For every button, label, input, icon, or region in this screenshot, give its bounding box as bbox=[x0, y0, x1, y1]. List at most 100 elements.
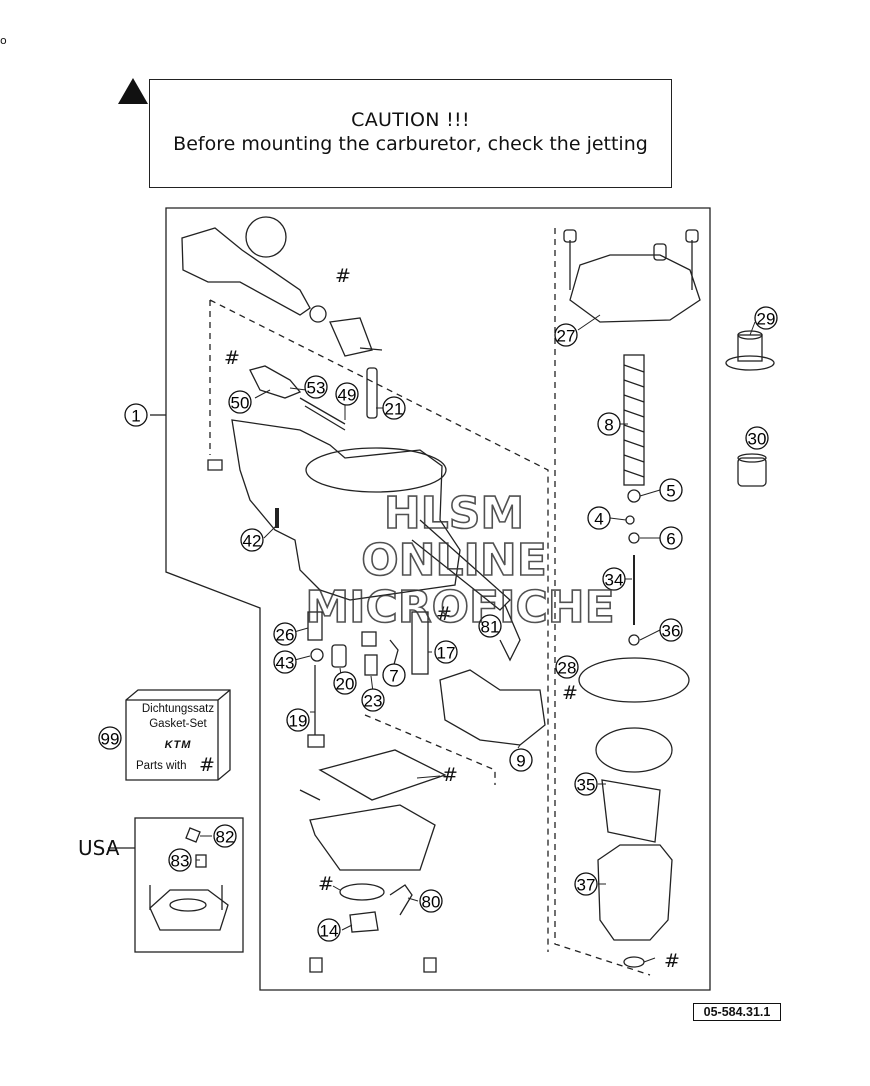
hash-mark: # bbox=[442, 764, 458, 786]
callout-number: 1 bbox=[131, 407, 140, 426]
callout-27: 27 bbox=[554, 323, 578, 347]
callout-number: 49 bbox=[338, 386, 357, 405]
float-drawing bbox=[439, 669, 546, 746]
bushing-30-drawing bbox=[737, 457, 767, 487]
callout-number: 42 bbox=[243, 532, 262, 551]
usa-label: USA bbox=[78, 836, 120, 860]
callout-circle bbox=[361, 688, 385, 712]
chamber-drawing bbox=[597, 844, 673, 941]
callout-36: 36 bbox=[659, 618, 683, 642]
callout-circle bbox=[574, 772, 598, 796]
callout-81: 81 bbox=[478, 614, 502, 638]
callout-number: 21 bbox=[385, 400, 404, 419]
callout-50: 50 bbox=[228, 390, 252, 414]
callout-number: 23 bbox=[364, 692, 383, 711]
bushing-29-drawing bbox=[725, 355, 775, 371]
callout-number: 14 bbox=[320, 922, 339, 941]
callout-4: 4 bbox=[587, 506, 611, 530]
callout-29: 29 bbox=[754, 306, 778, 330]
callout-number: 83 bbox=[171, 852, 190, 871]
callout-35: 35 bbox=[574, 772, 598, 796]
callout-5: 5 bbox=[659, 478, 683, 502]
watermark-line-1: HLSM bbox=[384, 488, 524, 539]
hash-mark: # bbox=[318, 873, 334, 895]
callout-80: 80 bbox=[419, 889, 443, 913]
callout-circle bbox=[659, 478, 683, 502]
callout-number: 81 bbox=[481, 618, 500, 637]
warning-triangle-icon bbox=[118, 78, 148, 104]
callout-circle bbox=[602, 567, 626, 591]
drawing-code: 05-584.31.1 bbox=[693, 1003, 781, 1021]
gasket-set-parts-with: Parts with bbox=[136, 760, 187, 772]
callout-number: 82 bbox=[216, 828, 235, 847]
usa-cover-drawing bbox=[149, 889, 229, 931]
slide-drawing bbox=[595, 727, 673, 773]
float-bowl-gasket bbox=[318, 749, 447, 801]
callout-28: 28 bbox=[555, 655, 579, 679]
callout-number: 5 bbox=[666, 482, 675, 501]
callout-number: 19 bbox=[289, 712, 308, 731]
callout-1: 1 bbox=[124, 403, 148, 427]
callout-circle bbox=[98, 726, 122, 750]
callout-circle bbox=[273, 650, 297, 674]
callout-49: 49 bbox=[335, 382, 359, 406]
watermark-line-3: MICROFICHE bbox=[305, 582, 614, 633]
callout-circle bbox=[124, 403, 148, 427]
callout-circle bbox=[555, 655, 579, 679]
callout-53: 53 bbox=[304, 375, 328, 399]
callout-number: 30 bbox=[748, 430, 767, 449]
callout-circle bbox=[574, 872, 598, 896]
carburetor-body-drawing bbox=[231, 419, 461, 601]
callout-9: 9 bbox=[509, 748, 533, 772]
callout-circle bbox=[228, 390, 252, 414]
callout-6: 6 bbox=[659, 526, 683, 550]
callout-26: 26 bbox=[273, 622, 297, 646]
usa-inset-box bbox=[134, 817, 244, 953]
callout-14: 14 bbox=[317, 918, 341, 942]
assembly-dashed-outline bbox=[209, 299, 549, 952]
callout-circle bbox=[213, 824, 237, 848]
callout-7: 7 bbox=[382, 663, 406, 687]
callout-23: 23 bbox=[361, 688, 385, 712]
callout-17: 17 bbox=[434, 640, 458, 664]
ktm-logo: KTM bbox=[164, 739, 192, 751]
callout-circle bbox=[240, 528, 264, 552]
callout-number: 29 bbox=[757, 310, 776, 329]
callout-number: 26 bbox=[276, 626, 295, 645]
callout-20: 20 bbox=[333, 671, 357, 695]
callout-number: 27 bbox=[557, 327, 576, 346]
callout-99: 99 bbox=[98, 726, 122, 750]
callout-8: 8 bbox=[597, 412, 621, 436]
hash-mark: # bbox=[335, 265, 351, 287]
callout-37: 37 bbox=[574, 872, 598, 896]
hash-mark: # bbox=[562, 682, 578, 704]
top-cover-drawing bbox=[569, 254, 701, 323]
hash-mark: # bbox=[224, 347, 240, 369]
callout-number: 43 bbox=[276, 654, 295, 673]
diaphragm-drawing bbox=[578, 657, 690, 703]
caution-text: Before mounting the carburetor, check th… bbox=[173, 133, 648, 155]
caution-box: CAUTION !!! Before mounting the carburet… bbox=[149, 79, 672, 188]
callout-circle bbox=[317, 918, 341, 942]
callout-circle bbox=[587, 506, 611, 530]
callout-circle bbox=[419, 889, 443, 913]
callout-number: 36 bbox=[662, 622, 681, 641]
callout-circle bbox=[659, 526, 683, 550]
callout-number: 80 bbox=[422, 893, 441, 912]
callout-circle bbox=[382, 663, 406, 687]
throttle-linkage-drawing bbox=[181, 227, 311, 316]
callout-43: 43 bbox=[273, 650, 297, 674]
float-bowl-drawing bbox=[299, 789, 436, 871]
gasket-set-label-de: Dichtungssatz bbox=[141, 703, 215, 715]
callout-83: 83 bbox=[168, 848, 192, 872]
hash-mark: # bbox=[436, 603, 452, 625]
callout-circle bbox=[382, 396, 406, 420]
callout-number: 4 bbox=[594, 510, 603, 529]
callout-circle bbox=[434, 640, 458, 664]
callout-number: 9 bbox=[516, 752, 525, 771]
callout-circle bbox=[304, 375, 328, 399]
callout-circle bbox=[168, 848, 192, 872]
diaphragm-cover-drawing bbox=[245, 216, 287, 258]
gasket-set-hash: # bbox=[199, 754, 215, 776]
